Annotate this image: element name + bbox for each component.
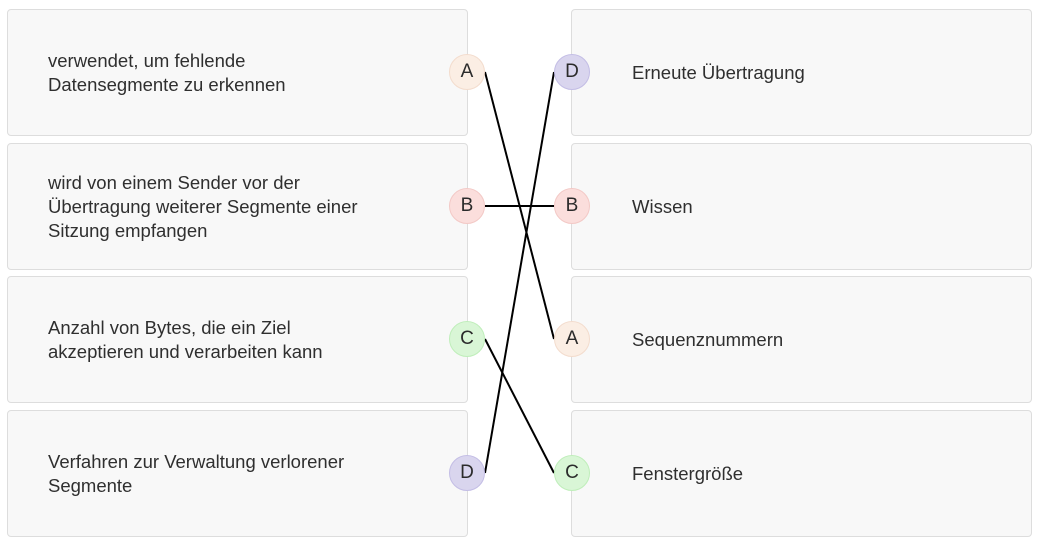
left-handle-badge[interactable]: D [449, 455, 485, 491]
connector-line-A [484, 71, 555, 340]
left-item-text: Verfahren zur Verwaltung verlorener Segm… [48, 450, 345, 496]
right-item-text: Fenstergröße [632, 462, 744, 484]
right-item-text: Wissen [632, 195, 693, 217]
right-handle-badge[interactable]: D [554, 54, 590, 90]
right-item-text: Erneute Übertragung [632, 61, 805, 83]
right-item-card[interactable]: Erneute Übertragung [571, 9, 1032, 136]
connector-line-D [484, 71, 555, 474]
right-handle-badge[interactable]: C [554, 455, 590, 491]
left-handle-badge[interactable]: C [449, 321, 485, 357]
left-item-text: Anzahl von Bytes, die ein Ziel akzeptier… [48, 316, 323, 362]
left-item-card[interactable]: Verfahren zur Verwaltung verlorener Segm… [7, 410, 468, 537]
right-item-text: Sequenznummern [632, 328, 784, 350]
connector-line-C [484, 338, 555, 474]
left-item-text: verwendet, um fehlende Datensegmente zu … [48, 49, 286, 95]
right-item-card[interactable]: Fenstergröße [571, 410, 1032, 537]
left-handle-badge[interactable]: B [449, 188, 485, 224]
left-handle-badge[interactable]: A [449, 54, 485, 90]
left-item-text: wird von einem Sender vor der Übertragun… [48, 171, 358, 241]
left-item-card[interactable]: verwendet, um fehlende Datensegmente zu … [7, 9, 468, 136]
right-handle-badge[interactable]: A [554, 321, 590, 357]
right-item-card[interactable]: Sequenznummern [571, 276, 1032, 403]
left-item-card[interactable]: wird von einem Sender vor der Übertragun… [7, 143, 468, 270]
left-item-card[interactable]: Anzahl von Bytes, die ein Ziel akzeptier… [7, 276, 468, 403]
right-item-card[interactable]: Wissen [571, 143, 1032, 270]
right-handle-badge[interactable]: B [554, 188, 590, 224]
